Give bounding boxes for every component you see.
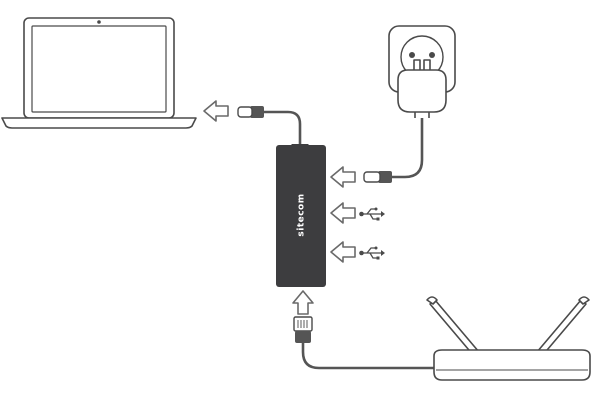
ethernet-connector-icon — [293, 316, 313, 332]
arrow-usb-port-2 — [330, 241, 356, 263]
power-adapter-icon — [397, 59, 447, 118]
hub-brand-label: sitecom — [297, 193, 307, 236]
usb-c-connector-icon — [237, 106, 253, 118]
power-cable — [363, 118, 424, 183]
arrow-to-laptop — [203, 100, 229, 122]
usb-symbol-icon — [359, 246, 385, 260]
hub-body — [276, 145, 326, 287]
usb-hub: sitecom — [276, 144, 326, 287]
usb-c-cable-laptop — [237, 106, 302, 148]
router-icon — [426, 296, 591, 381]
usb-symbol-icon — [359, 207, 385, 221]
ethernet-cable — [293, 316, 434, 370]
arrow-ethernet-in — [292, 290, 314, 315]
laptop-icon — [1, 17, 197, 129]
arrow-usb-port-1 — [330, 202, 356, 224]
usb-c-connector-icon — [363, 171, 381, 183]
arrow-power-in — [330, 166, 356, 188]
